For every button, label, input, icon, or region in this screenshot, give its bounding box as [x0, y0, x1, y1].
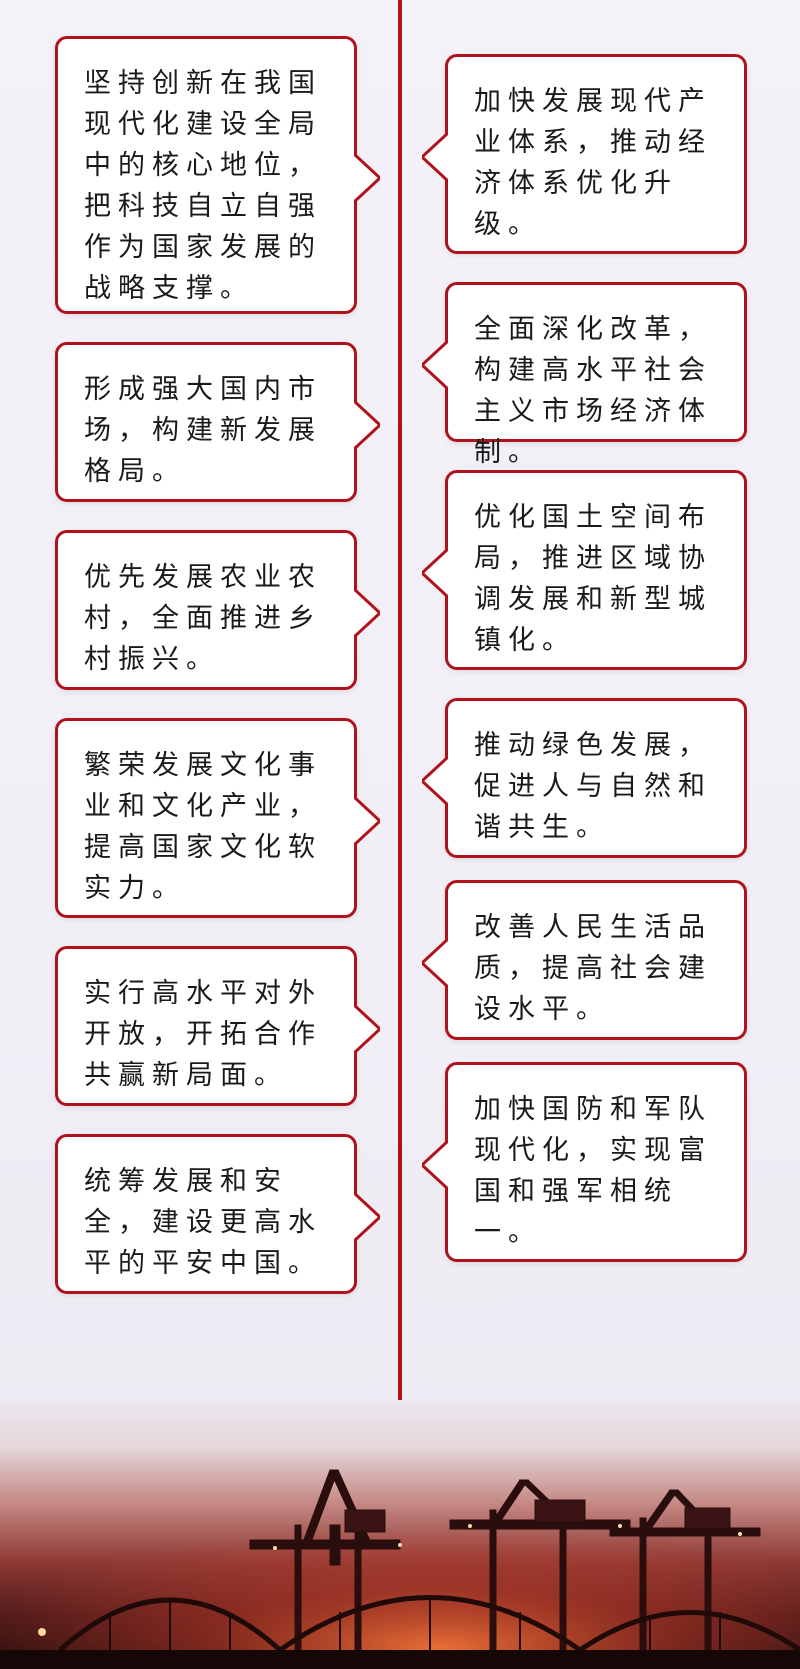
pointer-right-icon [354, 1005, 380, 1053]
left-card-2: 形成强大国内市场，构建新发展格局。 [55, 342, 380, 502]
pointer-left-icon [422, 549, 448, 597]
right-card-3: 优化国土空间布局，推进区域协调发展和新型城镇化。 [422, 470, 747, 670]
left-card-4-text: 繁荣发展文化事业和文化产业，提高国家文化软实力。 [84, 750, 322, 904]
left-card-6: 统筹发展和安全，建设更高水平的平安中国。 [55, 1134, 380, 1294]
pointer-right-icon [354, 797, 380, 845]
right-card-1: 加快发展现代产业体系，推动经济体系优化升级。 [422, 54, 747, 254]
pointer-left-icon [422, 341, 448, 389]
left-card-4: 繁荣发展文化事业和文化产业，提高国家文化软实力。 [55, 718, 380, 918]
timeline-axis [398, 0, 402, 1420]
pointer-right-icon [354, 589, 380, 637]
right-card-5: 改善人民生活品质，提高社会建设水平。 [422, 880, 747, 1040]
right-card-5-text: 改善人民生活品质，提高社会建设水平。 [474, 912, 712, 1025]
right-card-6-text: 加快国防和军队现代化，实现富国和强军相统一。 [474, 1094, 712, 1248]
left-card-3: 优先发展农业农村，全面推进乡村振兴。 [55, 530, 380, 690]
right-card-4-text: 推动绿色发展，促进人与自然和谐共生。 [474, 730, 712, 843]
right-card-2-text: 全面深化改革，构建高水平社会主义市场经济体制。 [474, 314, 712, 468]
left-card-1: 坚持创新在我国现代化建设全局中的核心地位，把科技自立自强作为国家发展的战略支撑。 [55, 36, 380, 314]
pointer-right-icon [354, 1193, 380, 1241]
left-card-2-text: 形成强大国内市场，构建新发展格局。 [84, 374, 322, 487]
left-card-3-text: 优先发展农业农村，全面推进乡村振兴。 [84, 562, 322, 675]
pointer-right-icon [354, 154, 380, 202]
pointer-left-icon [422, 1141, 448, 1189]
pointer-left-icon [422, 757, 448, 805]
left-card-6-text: 统筹发展和安全，建设更高水平的平安中国。 [84, 1166, 322, 1279]
right-card-6: 加快国防和军队现代化，实现富国和强军相统一。 [422, 1062, 747, 1262]
left-card-5-text: 实行高水平对外开放，开拓合作共赢新局面。 [84, 978, 322, 1091]
left-card-1-text: 坚持创新在我国现代化建设全局中的核心地位，把科技自立自强作为国家发展的战略支撑。 [84, 68, 322, 304]
port-crane-bridge-sunset-icon [0, 1400, 800, 1669]
right-card-2: 全面深化改革，构建高水平社会主义市场经济体制。 [422, 282, 747, 468]
right-card-1-text: 加快发展现代产业体系，推动经济体系优化升级。 [474, 86, 712, 240]
right-card-3-text: 优化国土空间布局，推进区域协调发展和新型城镇化。 [474, 502, 712, 656]
pointer-left-icon [422, 939, 448, 987]
port-scene [0, 1400, 800, 1669]
right-card-4: 推动绿色发展，促进人与自然和谐共生。 [422, 698, 747, 858]
left-card-5: 实行高水平对外开放，开拓合作共赢新局面。 [55, 946, 380, 1106]
pointer-left-icon [422, 133, 448, 181]
pointer-right-icon [354, 401, 380, 449]
